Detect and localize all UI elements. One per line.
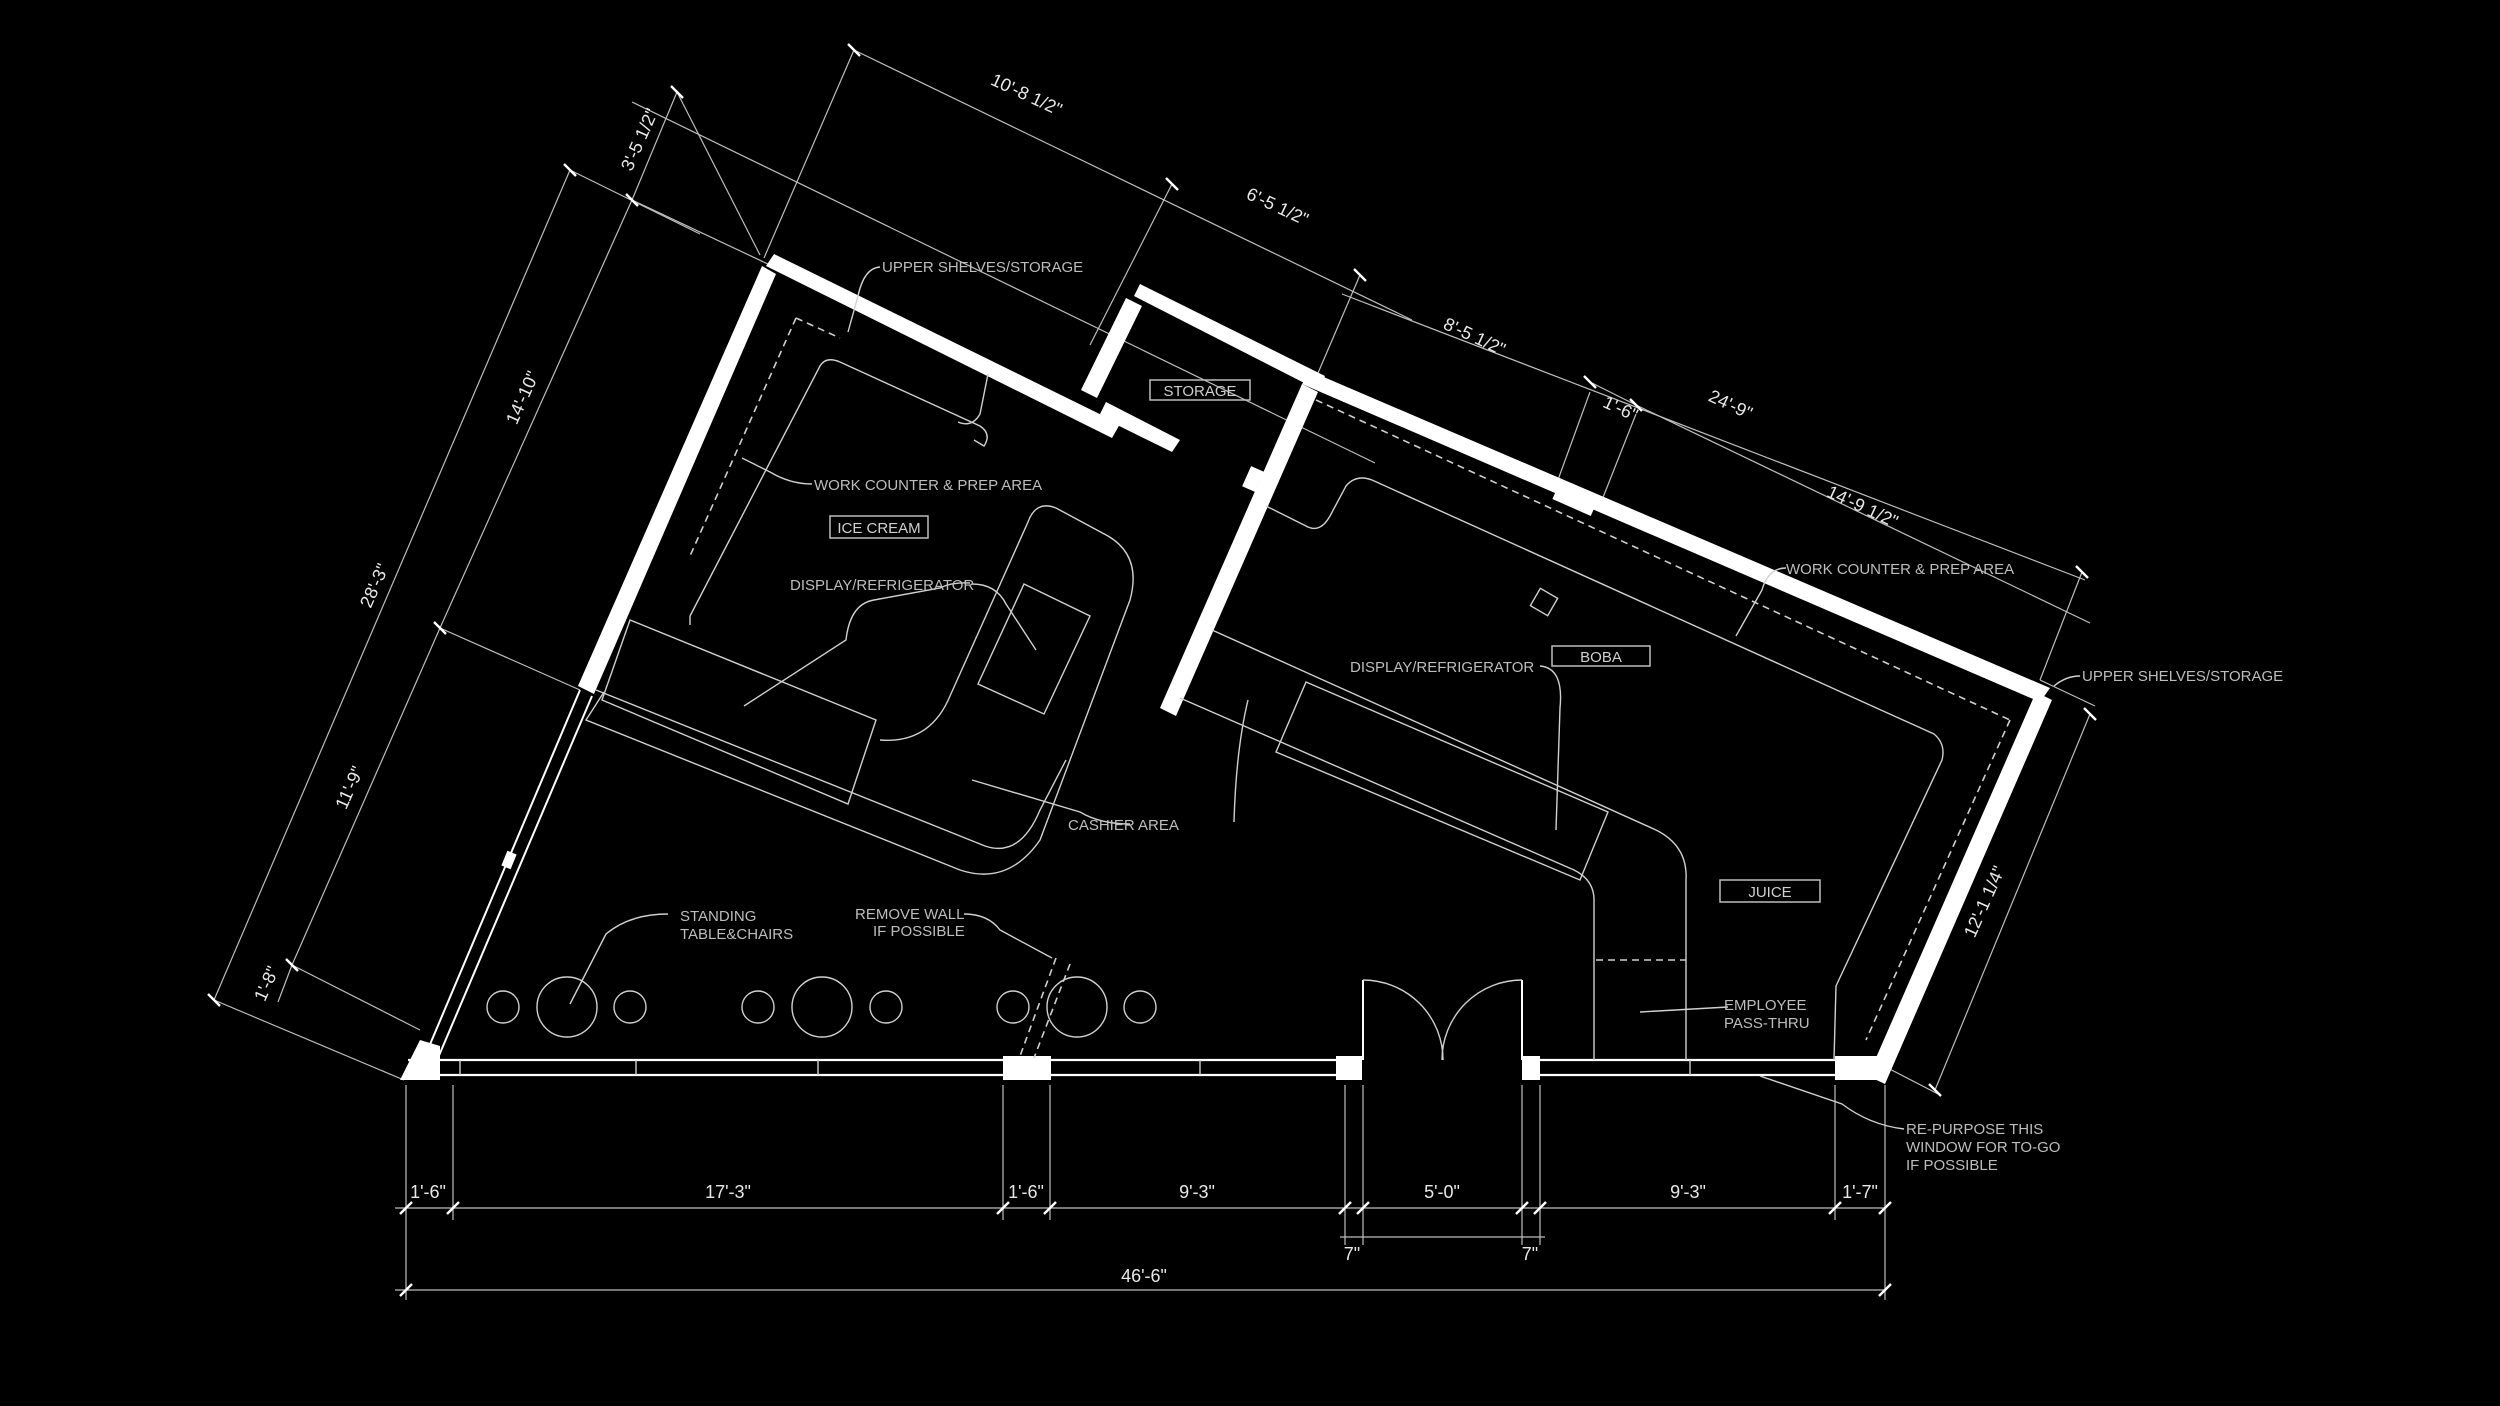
note-repurpose-3: IF POSSIBLE bbox=[1906, 1157, 1998, 1174]
dim-bottom-7a: 7" bbox=[1344, 1244, 1360, 1264]
dim-bottom-1-6a: 1'-6" bbox=[410, 1182, 446, 1202]
dim-left-14-10: 14'-10" bbox=[502, 368, 543, 427]
note-display-left: DISPLAY/REFRIGERATOR bbox=[790, 577, 974, 594]
dimension-labels: 10'-8 1/2" 6'-5 1/2" 8'-5 1/2" 1'-6" 24'… bbox=[250, 69, 2009, 1286]
boba-juice-walls bbox=[1160, 372, 2052, 1084]
leader-lines bbox=[569, 266, 2081, 1130]
remove-wall-marker bbox=[1019, 957, 1071, 1059]
note-upper-shelves-left: UPPER SHELVES/STORAGE bbox=[882, 259, 1083, 276]
dim-bottom-1-6b: 1'-6" bbox=[1008, 1182, 1044, 1202]
dim-top-1-6: 1'-6" bbox=[1600, 392, 1641, 425]
dim-top-10-8: 10'-8 1/2" bbox=[988, 69, 1065, 119]
entry-double-door bbox=[1362, 979, 1523, 1061]
plan-notes: UPPER SHELVES/STORAGE WORK COUNTER & PRE… bbox=[680, 259, 2283, 1174]
dim-left-3-5: 3'-5 1/2" bbox=[617, 105, 662, 173]
boba-juice-counters bbox=[1179, 399, 2011, 1061]
storefront-left-glazing bbox=[419, 689, 593, 1073]
dim-bottom-9-3a: 9'-3" bbox=[1179, 1182, 1215, 1202]
note-upper-shelves-right: UPPER SHELVES/STORAGE bbox=[2082, 668, 2283, 685]
storefront-bottom bbox=[400, 1040, 1885, 1080]
ice-cream-label-box bbox=[829, 515, 929, 539]
note-cashier: CASHIER AREA bbox=[1068, 817, 1179, 834]
dim-left-28-3: 28'-3" bbox=[356, 561, 393, 611]
dim-top-14-9: 14'-9 1/2" bbox=[1824, 481, 1901, 531]
dim-top-8-5: 8'-5 1/2" bbox=[1440, 314, 1508, 360]
room-labels: ICE CREAM STORAGE BOBA JUICE bbox=[829, 379, 1821, 903]
dim-top-24-9: 24'-9" bbox=[1706, 386, 1756, 424]
dim-bottom-1-7: 1'-7" bbox=[1842, 1182, 1878, 1202]
note-repurpose-2: WINDOW FOR TO-GO bbox=[1906, 1139, 2060, 1156]
note-display-right: DISPLAY/REFRIGERATOR bbox=[1350, 659, 1534, 676]
note-work-counter-right: WORK COUNTER & PREP AREA bbox=[1786, 561, 2014, 578]
boba-label: BOBA bbox=[1580, 649, 1622, 666]
dim-bottom-17-3: 17'-3" bbox=[705, 1182, 751, 1202]
note-remove-wall-1: REMOVE WALL bbox=[855, 906, 964, 923]
note-remove-wall-2: IF POSSIBLE bbox=[873, 923, 965, 940]
dim-top-6-5: 6'-5 1/2" bbox=[1243, 184, 1311, 230]
ice-cream-counters bbox=[584, 317, 1134, 875]
dim-bottom-9-3b: 9'-3" bbox=[1670, 1182, 1706, 1202]
dim-bottom-5-0: 5'-0" bbox=[1424, 1182, 1460, 1202]
dimension-lines bbox=[207, 43, 2097, 1300]
note-work-counter-left: WORK COUNTER & PREP AREA bbox=[814, 477, 1042, 494]
note-standing-1: STANDING bbox=[680, 908, 756, 925]
boba-label-box bbox=[1551, 645, 1651, 667]
note-employee-2: PASS-THRU bbox=[1724, 1015, 1810, 1032]
ice-cream-walls bbox=[578, 254, 1325, 694]
dim-bottom-total: 46'-6" bbox=[1121, 1266, 1167, 1286]
note-employee-1: EMPLOYEE bbox=[1724, 997, 1807, 1014]
storage-label-box bbox=[1149, 379, 1251, 401]
ice-cream-label: ICE CREAM bbox=[837, 520, 920, 537]
storage-label: STORAGE bbox=[1163, 383, 1236, 400]
standing-tables bbox=[486, 976, 1157, 1038]
dim-left-1-8: 1'-8" bbox=[250, 963, 283, 1004]
note-standing-2: TABLE&CHAIRS bbox=[680, 926, 793, 943]
note-repurpose-1: RE-PURPOSE THIS bbox=[1906, 1121, 2043, 1138]
juice-label-box bbox=[1719, 879, 1821, 903]
dim-bottom-7b: 7" bbox=[1522, 1244, 1538, 1264]
juice-label: JUICE bbox=[1748, 884, 1791, 901]
